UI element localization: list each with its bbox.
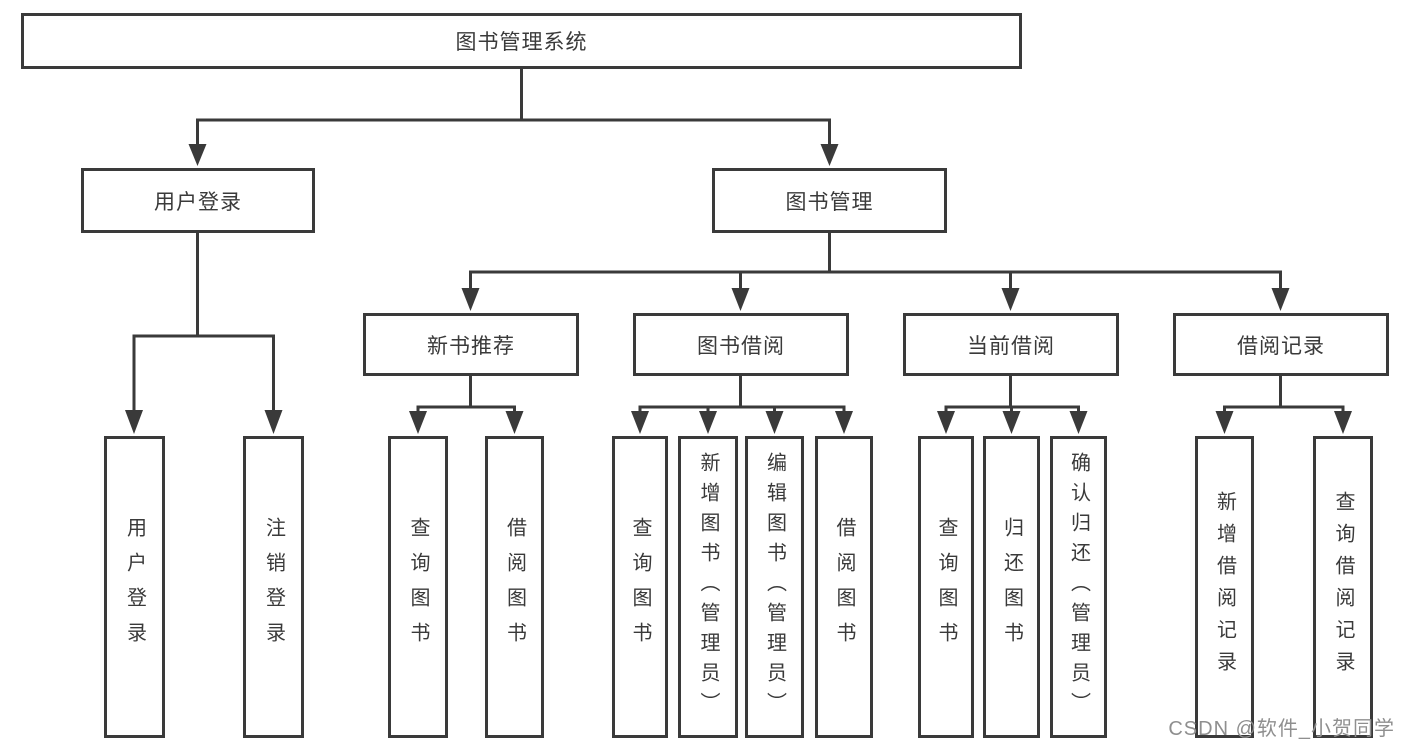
arrowhead	[1069, 411, 1088, 434]
node-bb-edit-books-admin-label: 编辑图书（管理员）	[763, 452, 786, 722]
node-user-login-label: 用户登录	[154, 190, 242, 214]
arrowhead	[1215, 411, 1234, 434]
node-bb-add-books-admin-label: 新增图书（管理员）	[697, 452, 719, 722]
node-bb-borrow-books-label: 借阅图书	[833, 517, 855, 657]
node-br-add-record: 新增借阅记录	[1195, 436, 1254, 738]
connector-lines	[132, 68, 1345, 413]
connector-current-borrow-branch	[944, 376, 1080, 413]
node-book-management-label: 图书管理	[785, 190, 874, 214]
node-borrowing-records-label: 借阅记录	[1237, 334, 1325, 358]
arrowhead	[835, 411, 853, 434]
node-new-book-recommend-label: 新书推荐	[427, 334, 515, 358]
arrowhead	[937, 411, 955, 434]
arrowhead	[461, 288, 480, 311]
node-br-query-record-label: 查询借阅记录	[1332, 491, 1354, 683]
node-current-borrowing-label: 当前借阅	[967, 334, 1055, 358]
arrowhead	[1002, 411, 1021, 434]
node-nb-borrow-books-label: 借阅图书	[503, 517, 526, 657]
node-cb-confirm-return-admin-label: 确认归还（管理员）	[1067, 452, 1090, 722]
node-user-login-action: 用户登录	[104, 436, 165, 738]
node-cb-query-books-label: 查询图书	[935, 517, 957, 657]
node-nb-query-books-label: 查询图书	[407, 517, 429, 657]
arrowhead	[264, 410, 283, 434]
arrowhead	[699, 411, 717, 434]
node-cb-return-books-label: 归还图书	[1000, 517, 1023, 657]
node-br-query-record: 查询借阅记录	[1313, 436, 1373, 738]
node-bb-borrow-books: 借阅图书	[815, 436, 873, 738]
node-logout-label: 注销登录	[262, 517, 285, 657]
arrowhead	[1271, 288, 1290, 311]
connector-book-mgmt-branch	[469, 233, 1282, 292]
node-user-login: 用户登录	[81, 168, 315, 233]
connector-new-books-branch	[416, 376, 516, 413]
connector-borrow-records-branch	[1223, 376, 1345, 413]
node-new-book-recommend: 新书推荐	[363, 313, 579, 376]
node-logout: 注销登录	[243, 436, 304, 738]
arrowhead	[409, 411, 427, 434]
arrowhead	[188, 144, 207, 166]
node-book-management: 图书管理	[712, 168, 947, 233]
arrowhead	[765, 411, 784, 434]
node-bb-query-books-label: 查询图书	[629, 517, 651, 657]
node-cb-return-books: 归还图书	[983, 436, 1040, 738]
node-book-borrowing: 图书借阅	[633, 313, 849, 376]
csdn-watermark: CSDN @软件_小贺同学	[1168, 718, 1395, 740]
arrowhead	[125, 410, 143, 434]
node-current-borrowing: 当前借阅	[903, 313, 1119, 376]
node-nb-borrow-books: 借阅图书	[485, 436, 544, 738]
node-user-login-action-label: 用户登录	[123, 517, 146, 657]
arrowhead	[731, 288, 750, 311]
node-nb-query-books: 查询图书	[388, 436, 448, 738]
connector-user-login-branch	[132, 233, 275, 412]
node-book-borrowing-label: 图书借阅	[697, 334, 785, 358]
node-br-add-record-label: 新增借阅记录	[1213, 491, 1236, 683]
node-bb-query-books: 查询图书	[612, 436, 668, 738]
node-bb-edit-books-admin: 编辑图书（管理员）	[745, 436, 804, 738]
arrowhead	[1001, 288, 1020, 311]
arrowhead	[505, 411, 524, 434]
node-cb-query-books: 查询图书	[918, 436, 974, 738]
node-root-label: 图书管理系统	[455, 31, 588, 54]
node-borrowing-records: 借阅记录	[1173, 313, 1389, 376]
node-cb-confirm-return-admin: 确认归还（管理员）	[1050, 436, 1107, 738]
arrowhead	[1334, 411, 1352, 434]
arrowhead	[631, 411, 649, 434]
connector-book-borrow-branch	[638, 376, 846, 413]
arrowheads	[125, 144, 1352, 434]
connector-root-branch	[196, 68, 831, 148]
node-root: 图书管理系统	[21, 13, 1022, 69]
arrowhead	[820, 144, 839, 166]
node-bb-add-books-admin: 新增图书（管理员）	[678, 436, 738, 738]
